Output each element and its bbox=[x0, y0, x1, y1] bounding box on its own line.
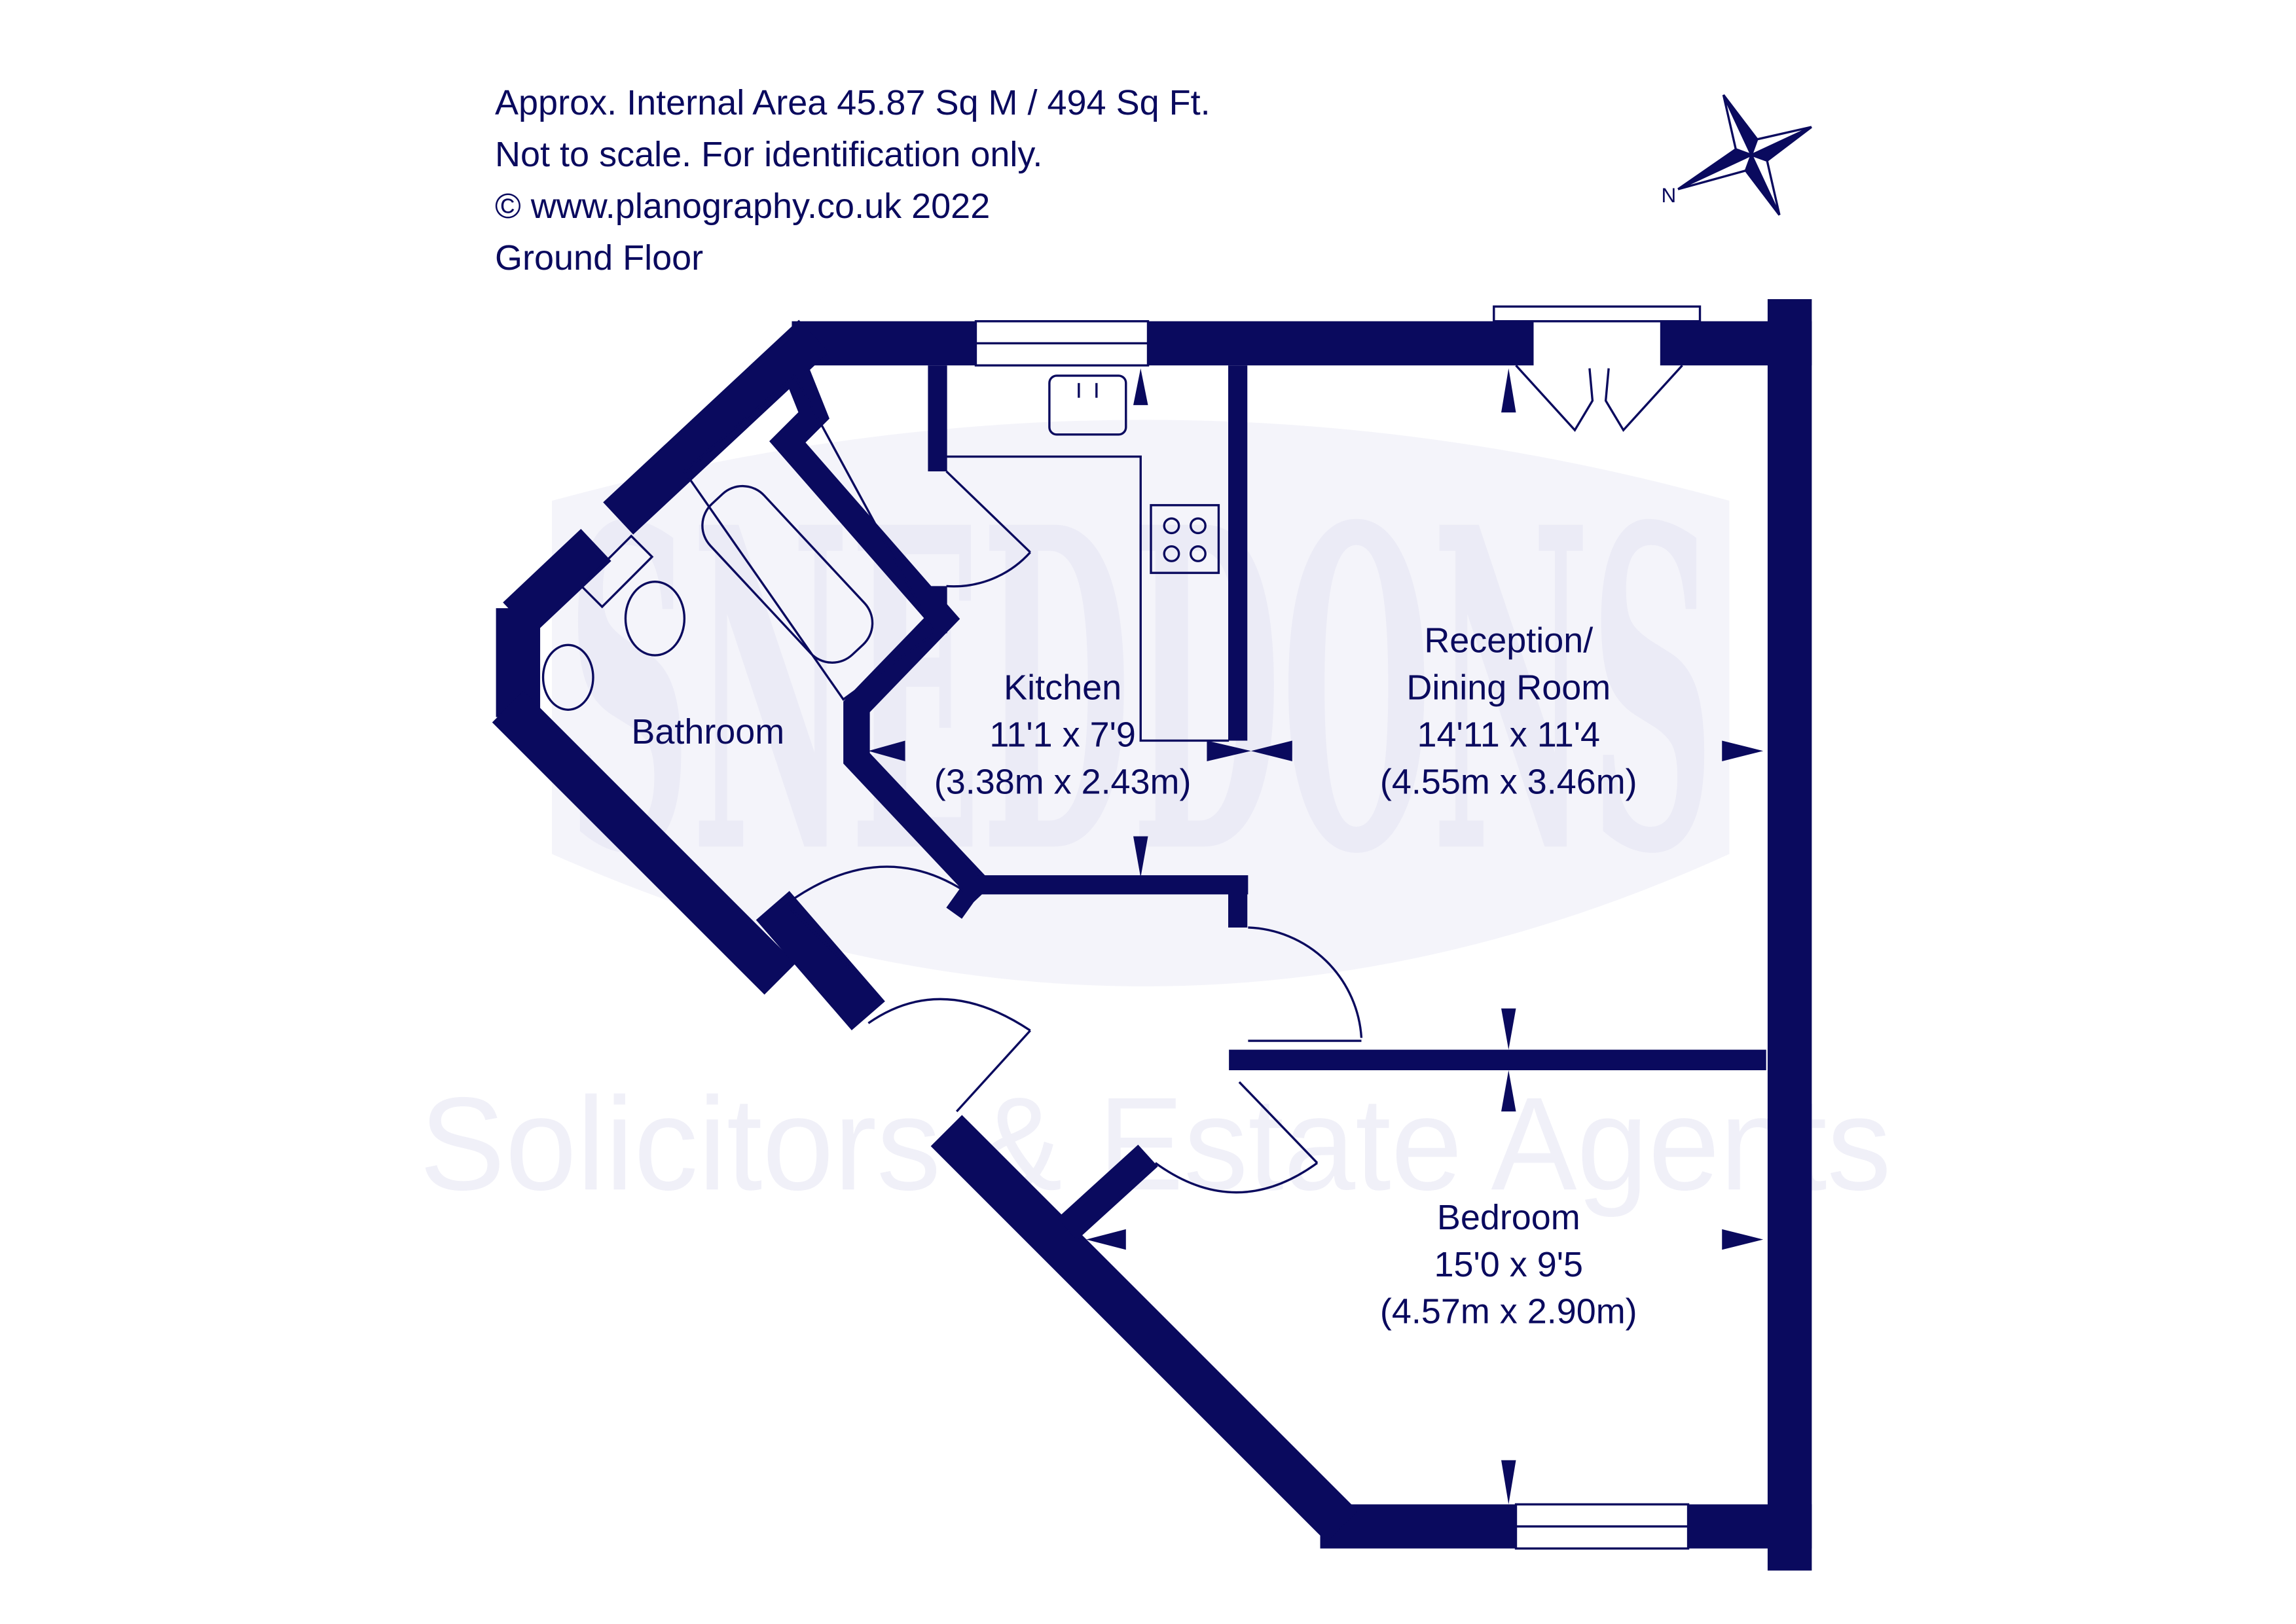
dimension-arrows bbox=[868, 368, 1764, 1505]
area-text: Approx. Internal Area 45.87 Sq M / 494 S… bbox=[495, 83, 1211, 122]
kitchen-name: Kitchen bbox=[1004, 668, 1121, 708]
reception-metric: (4.55m x 3.46m) bbox=[1380, 762, 1637, 801]
bedroom-imperial: 15'0 x 9'5 bbox=[1434, 1245, 1584, 1284]
walls bbox=[492, 299, 1812, 1571]
disclaimer-text: Not to scale. For identification only. bbox=[495, 135, 1043, 174]
watermark-tagline: Solicitors & Estate Agents bbox=[420, 1070, 1891, 1218]
room-labels: Kitchen 11'1 x 7'9 (3.38m x 2.43m) Recep… bbox=[631, 621, 1637, 1331]
compass-icon: N bbox=[1662, 94, 1812, 216]
kitchen-metric: (3.38m x 2.43m) bbox=[934, 762, 1192, 801]
reception-imperial: 14'11 x 11'4 bbox=[1417, 715, 1601, 754]
copyright-text: © www.planography.co.uk 2022 bbox=[495, 187, 991, 226]
plan-header: Approx. Internal Area 45.87 Sq M / 494 S… bbox=[495, 77, 1211, 284]
kitchen-imperial: 11'1 x 7'9 bbox=[989, 715, 1136, 754]
bathroom-name: Bathroom bbox=[631, 712, 784, 751]
fixtures bbox=[541, 305, 1702, 1550]
bedroom-metric: (4.57m x 2.90m) bbox=[1380, 1292, 1637, 1331]
bedroom-name: Bedroom bbox=[1437, 1198, 1580, 1237]
reception-name-1: Reception/ bbox=[1424, 621, 1593, 660]
reception-name-2: Dining Room bbox=[1406, 668, 1611, 708]
floor-label: Ground Floor bbox=[495, 238, 704, 278]
compass-north-label: N bbox=[1662, 184, 1677, 207]
